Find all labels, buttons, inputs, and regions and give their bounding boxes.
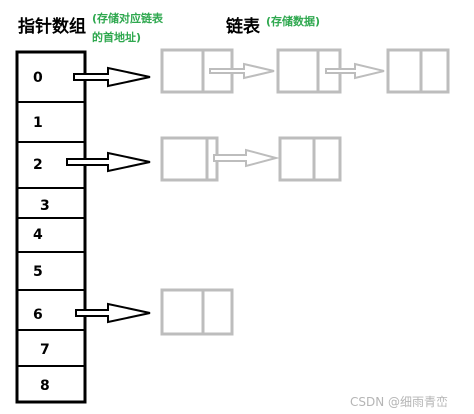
slot-2-pointer-arrow — [66, 151, 151, 173]
pointer-array-title: 指针数组 — [18, 17, 86, 37]
next-pointer-arrow — [209, 62, 275, 80]
linked-list-title: 链表 — [226, 17, 260, 37]
array-index-label: 6 — [33, 307, 43, 323]
pointer-array-box — [15, 50, 87, 404]
array-index-label: 0 — [33, 70, 43, 86]
array-index-label: 3 — [40, 198, 50, 214]
slot-6-pointer-arrow — [75, 302, 151, 324]
array-index-label: 4 — [33, 227, 43, 243]
list-node — [278, 136, 342, 182]
list-node — [160, 288, 234, 336]
linked-list-note: (存储数据) — [266, 15, 321, 28]
array-index-label: 1 — [33, 115, 43, 131]
array-index-label: 7 — [40, 342, 50, 358]
list-node — [160, 136, 219, 182]
array-index-label: 2 — [33, 157, 43, 173]
slot-0-pointer-arrow — [73, 66, 151, 88]
next-pointer-arrow — [325, 62, 385, 80]
list-node — [386, 48, 450, 94]
watermark: CSDN @细雨青峦 — [350, 395, 449, 409]
array-index-label: 5 — [33, 264, 43, 280]
array-index-label: 8 — [40, 378, 50, 394]
next-pointer-arrow — [213, 148, 280, 168]
pointer-array-note-line1: (存储对应链表 — [92, 12, 164, 25]
pointer-array-note-line2: 的首地址) — [92, 31, 142, 44]
